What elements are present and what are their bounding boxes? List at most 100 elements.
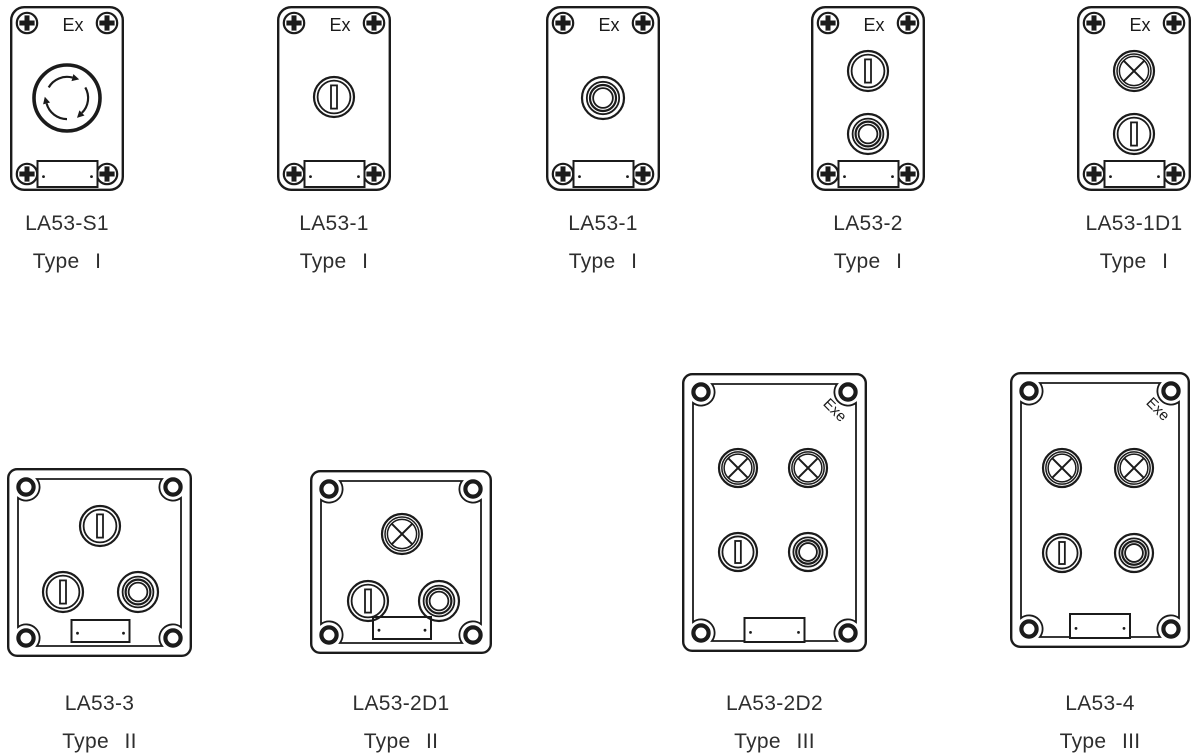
ex-marking: Ex bbox=[329, 15, 350, 35]
round-button bbox=[787, 531, 829, 573]
enclosure-body bbox=[682, 373, 868, 653]
panel-drawing: Ex bbox=[10, 6, 124, 192]
screw-icon bbox=[282, 162, 306, 186]
panel-type-label: Type I bbox=[299, 250, 369, 273]
panel-model-label: LA53-1 bbox=[568, 212, 638, 235]
terminal-plate bbox=[572, 160, 635, 188]
panel-drawing: Ex bbox=[546, 6, 660, 192]
panel-model-label: LA53-2D1 bbox=[352, 692, 450, 715]
corner-hole-icon bbox=[838, 382, 858, 402]
round-button bbox=[417, 579, 461, 623]
screw-icon bbox=[896, 11, 920, 35]
panel-type-label: Type II bbox=[62, 730, 137, 753]
ex-marking: Ex bbox=[1129, 15, 1150, 35]
flat-button bbox=[41, 570, 85, 614]
flat-button bbox=[312, 75, 356, 119]
flat-button bbox=[1041, 532, 1083, 574]
panel-type-label: Type III bbox=[1059, 730, 1141, 753]
indicator-light bbox=[787, 447, 829, 489]
panel-drawing: Ex bbox=[811, 6, 925, 192]
indicator-light bbox=[1112, 49, 1156, 93]
panel-drawing: Ex bbox=[1077, 6, 1191, 192]
corner-hole-icon bbox=[163, 628, 183, 648]
terminal-plate bbox=[36, 160, 99, 188]
terminal-plate bbox=[1069, 613, 1131, 639]
terminal-plate bbox=[837, 160, 900, 188]
enclosure-body bbox=[1077, 6, 1191, 192]
screw-icon bbox=[15, 162, 39, 186]
screw-icon bbox=[362, 162, 386, 186]
ex-marking: Ex bbox=[598, 15, 619, 35]
screw-icon bbox=[816, 162, 840, 186]
panel-type-label: Type I bbox=[568, 250, 638, 273]
corner-hole-icon bbox=[1019, 381, 1039, 401]
corner-hole-icon bbox=[319, 479, 339, 499]
screw-icon bbox=[1082, 11, 1106, 35]
screw-icon bbox=[631, 11, 655, 35]
terminal-plate bbox=[303, 160, 366, 188]
screw-icon bbox=[95, 11, 119, 35]
panel-model-label: LA53-1D1 bbox=[1085, 212, 1183, 235]
panel-drawing: Ex bbox=[277, 6, 391, 192]
corner-hole-icon bbox=[1019, 619, 1039, 639]
corner-hole-icon bbox=[163, 477, 183, 497]
screw-icon bbox=[816, 11, 840, 35]
flat-button bbox=[346, 579, 390, 623]
flat-button bbox=[717, 531, 759, 573]
inner-outline bbox=[692, 383, 857, 642]
screw-icon bbox=[551, 11, 575, 35]
inner-outline bbox=[320, 480, 482, 644]
flat-button bbox=[1112, 112, 1156, 156]
indicator-light bbox=[1041, 447, 1083, 489]
corner-hole-icon bbox=[16, 477, 36, 497]
round-button bbox=[580, 75, 626, 121]
screw-icon bbox=[631, 162, 655, 186]
terminal-plate bbox=[70, 619, 131, 643]
terminal-plate bbox=[372, 616, 432, 640]
indicator-light bbox=[717, 447, 759, 489]
screw-icon bbox=[362, 11, 386, 35]
inner-outline bbox=[1020, 382, 1180, 638]
round-button bbox=[1113, 532, 1155, 574]
panel-type-label: Type III bbox=[734, 730, 815, 753]
panel-drawing bbox=[7, 468, 193, 658]
enclosure-body bbox=[1010, 372, 1191, 649]
panel-drawing: Exe bbox=[1010, 372, 1191, 649]
enclosure-body bbox=[546, 6, 660, 192]
estop-button bbox=[32, 63, 102, 133]
panel-model-label: LA53-2 bbox=[833, 212, 903, 235]
panel-drawing bbox=[310, 470, 493, 655]
panel-type-label: Type I bbox=[833, 250, 903, 273]
terminal-plate bbox=[743, 617, 806, 643]
screw-icon bbox=[15, 11, 39, 35]
panel-model-label: LA53-3 bbox=[64, 692, 135, 715]
screw-icon bbox=[1162, 162, 1186, 186]
ex-marking: Ex bbox=[62, 15, 83, 35]
panel-drawing: Exe bbox=[682, 373, 868, 653]
enclosure-body bbox=[811, 6, 925, 192]
corner-hole-icon bbox=[691, 382, 711, 402]
screw-icon bbox=[1082, 162, 1106, 186]
corner-hole-icon bbox=[838, 623, 858, 643]
round-button bbox=[116, 570, 160, 614]
panel-model-label: LA53-1 bbox=[299, 212, 369, 235]
panel-model-label: LA53-S1 bbox=[25, 212, 109, 235]
round-button bbox=[846, 112, 890, 156]
corner-hole-icon bbox=[1161, 381, 1181, 401]
indicator-light bbox=[380, 512, 424, 556]
panel-type-label: Type I bbox=[1099, 250, 1169, 273]
screw-icon bbox=[1162, 11, 1186, 35]
flat-button bbox=[78, 504, 122, 548]
corner-hole-icon bbox=[319, 625, 339, 645]
screw-icon bbox=[896, 162, 920, 186]
flat-button bbox=[846, 49, 890, 93]
corner-hole-icon bbox=[691, 623, 711, 643]
screw-icon bbox=[282, 11, 306, 35]
ex-marking: Ex bbox=[863, 15, 884, 35]
corner-hole-icon bbox=[1161, 619, 1181, 639]
screw-icon bbox=[95, 162, 119, 186]
inner-outline bbox=[17, 478, 182, 647]
screw-icon bbox=[551, 162, 575, 186]
panel-model-label: LA53-4 bbox=[1065, 692, 1135, 715]
